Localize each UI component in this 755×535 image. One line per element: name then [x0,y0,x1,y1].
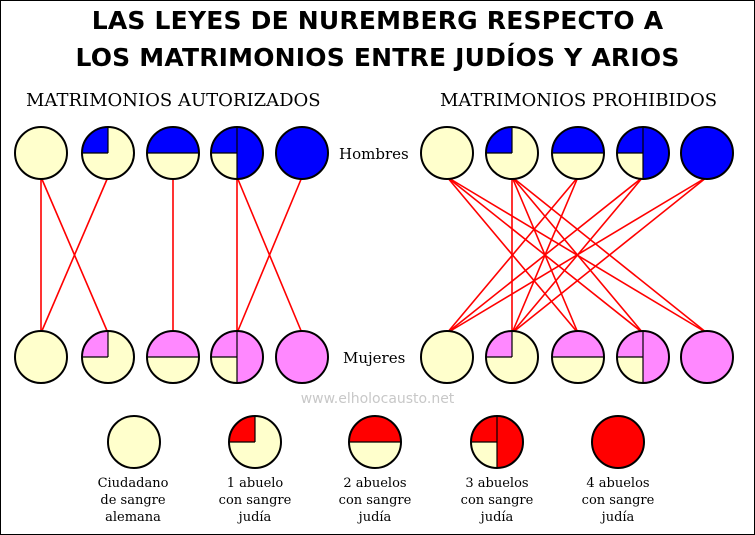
person-outline [680,126,734,180]
authorized-marriage-line [40,176,109,334]
legend-label-line: 4 abuelos [586,476,650,491]
authorized-man-1 [81,126,135,180]
jewish-share [681,331,733,383]
person-outline [591,415,645,469]
prohibited-man-2 [551,126,605,180]
legend-label-line: judía [358,510,392,525]
legend-symbol-2 [348,415,402,469]
prohibited-woman-0 [420,330,474,384]
jewish-share [276,127,328,179]
legend-label-line: Ciudadano [97,476,169,491]
row-label-men: Hombres [339,145,409,163]
legend-label-line: 1 abuelo [226,476,284,491]
legend-symbol-0 [107,415,161,469]
prohibited-man-0 [420,126,474,180]
title-line-2: LOS MATRIMONIOS ENTRE JUDÍOS Y ARIOS [75,43,680,72]
legend-label-2: 2 abuelos con sangre judía [320,475,430,526]
person-base [421,127,473,179]
legend-label-0: Ciudadano de sangre alemana [78,475,188,526]
person-base [15,127,67,179]
authorized-man-0 [14,126,68,180]
person-base [15,331,67,383]
legend-label-line: con sangre [460,493,534,508]
prohibited-woman-4 [680,330,734,384]
legend-label-3: 3 abuelos con sangre judía [442,475,552,526]
authorized-man-4 [275,126,329,180]
prohibited-marriage-line [446,176,708,334]
legend-label-line: con sangre [581,493,655,508]
person-base [421,331,473,383]
authorized-woman-0 [14,330,68,384]
authorized-man-2 [146,126,200,180]
prohibited-woman-2 [551,330,605,384]
legend-label-4: 4 abuelos con sangre judía [563,475,673,526]
authorized-woman-3 [210,330,264,384]
jewish-share [552,127,604,153]
jewish-share [349,416,401,442]
person-outline [420,126,474,180]
legend-label-line: 2 abuelos [343,476,407,491]
jewish-share [229,416,255,442]
title-line-1: LAS LEYES DE NUREMBERG RESPECTO A [91,6,664,35]
legend-label-line: judía [480,510,514,525]
prohibited-marriage-line [446,176,579,334]
jewish-share [681,127,733,179]
prohibited-woman-1 [485,330,539,384]
prohibited-marriage-line [511,176,708,334]
prohibited-marriage-line [446,176,644,334]
jewish-share [552,331,604,357]
jewish-share [147,127,199,153]
jewish-share [82,127,108,153]
legend-label-line: judía [601,510,635,525]
legend-label-line: alemana [105,510,161,525]
authorized-woman-2 [146,330,200,384]
person-outline [14,330,68,384]
prohibited-man-3 [616,126,670,180]
row-label-women: Mujeres [343,349,406,367]
legend-label-line: con sangre [218,493,292,508]
legend-symbol-4 [591,415,645,469]
authorized-woman-4 [275,330,329,384]
jewish-share [486,331,512,357]
jewish-share [82,331,108,357]
prohibited-woman-3 [616,330,670,384]
jewish-share [592,416,644,468]
legend-label-line: con sangre [338,493,412,508]
authorized-marriage-line [236,176,303,334]
authorized-man-3 [210,126,264,180]
section-authorized-heading: MATRIMONIOS AUTORIZADOS [26,90,321,111]
legend-symbol-3 [470,415,524,469]
person-outline [107,415,161,469]
person-outline [275,126,329,180]
jewish-share [147,331,199,357]
legend-label-line: de sangre [100,493,166,508]
jewish-share [486,127,512,153]
legend-label-line: judía [238,510,272,525]
jewish-share [276,331,328,383]
legend-label-line: 3 abuelos [465,476,529,491]
person-outline [680,330,734,384]
legend-label-1: 1 abuelo con sangre judía [200,475,310,526]
prohibited-man-4 [680,126,734,180]
legend-symbol-1 [228,415,282,469]
person-outline [14,126,68,180]
authorized-woman-1 [81,330,135,384]
person-outline [275,330,329,384]
prohibited-man-1 [485,126,539,180]
person-outline [420,330,474,384]
watermark: www.elholocausto.net [300,391,455,407]
person-base [108,416,160,468]
section-prohibited-heading: MATRIMONIOS PROHIBIDOS [440,90,718,111]
